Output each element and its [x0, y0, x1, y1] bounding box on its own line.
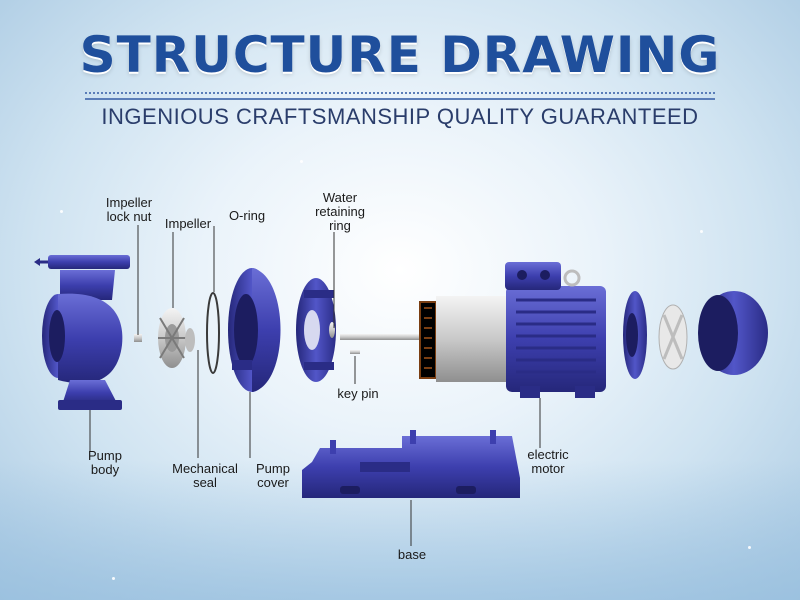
label-pump-cover: Pump cover — [256, 461, 290, 490]
divider-dotted — [85, 92, 715, 94]
page-subtitle: INGENIOUS CRAFTSMANSHIP QUALITY GUARANTE… — [101, 104, 699, 129]
sparkle — [700, 230, 703, 233]
fan-cowl-part — [698, 291, 768, 375]
label-water-retaining-ring: Water retaining ring — [315, 190, 365, 233]
sparkle — [748, 546, 751, 549]
label-impeller-lock-nut: Impeller lock nut — [105, 195, 153, 224]
sparkle — [300, 160, 303, 163]
sparkle — [112, 577, 115, 580]
divider-solid — [85, 98, 715, 100]
electric-motor-part — [419, 262, 606, 398]
pump-cover-part — [228, 268, 281, 392]
page-title: STRUCTURE DRAWING — [79, 26, 721, 84]
label-impeller: Impeller — [164, 216, 212, 231]
impeller-part — [158, 308, 195, 368]
pump-body-part — [34, 255, 130, 410]
label-o-ring: O-ring — [228, 208, 266, 223]
sparkle — [60, 210, 63, 213]
water-retaining-plate-part — [296, 278, 336, 382]
leader-lines — [89, 225, 541, 546]
label-electric-motor: electric motor — [527, 447, 569, 476]
o-ring-part — [206, 292, 220, 374]
label-mechanical-seal: Mechanical seal — [172, 461, 238, 490]
label-key-pin: key pin — [337, 386, 379, 401]
base-part — [302, 430, 520, 498]
shaft-part — [340, 334, 422, 354]
impeller-lock-nut-part — [134, 334, 142, 342]
fan-part — [658, 304, 688, 370]
end-shield-part — [623, 291, 647, 379]
label-pump-body: Pump body — [88, 448, 122, 477]
label-base: base — [397, 547, 427, 562]
